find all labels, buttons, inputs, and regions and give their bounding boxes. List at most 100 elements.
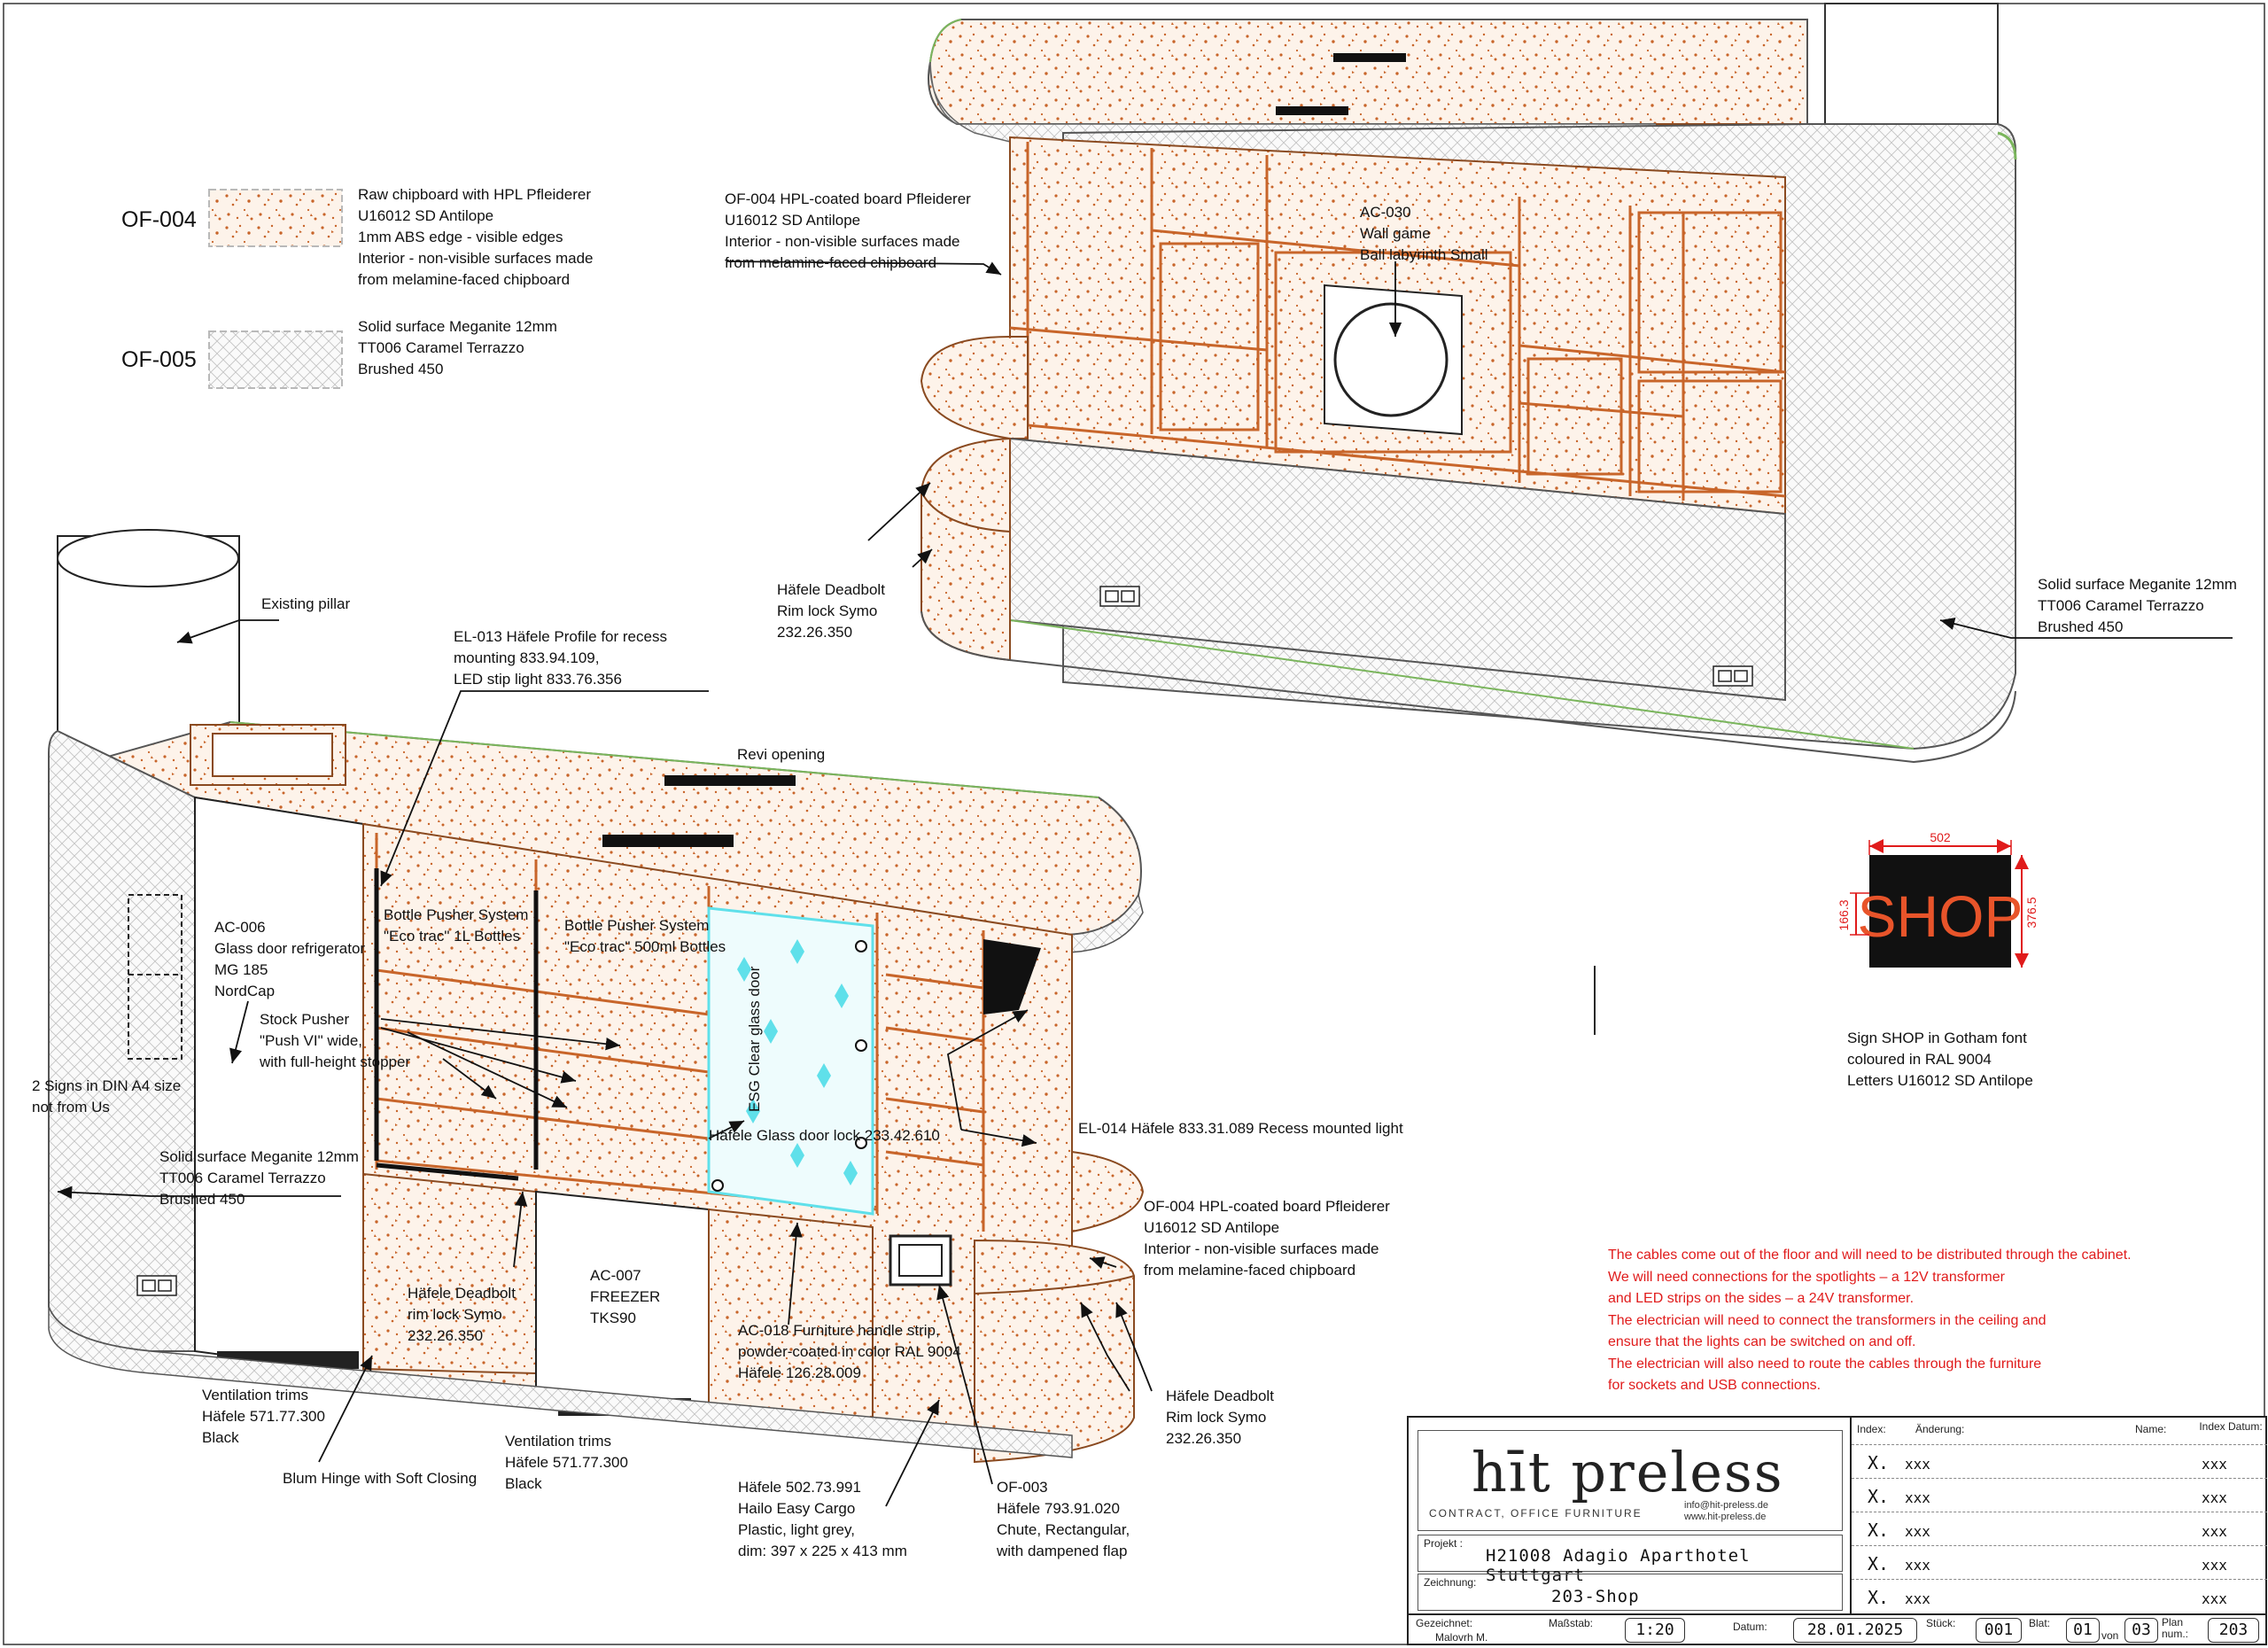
legend-line: Interior - non-visible surfaces made (358, 250, 594, 267)
legend-code-of005: OF-005 (121, 347, 197, 372)
electrical-notes: The cables come out of the floor and wil… (1608, 1245, 2132, 1397)
rev-change: xxx (1905, 1523, 1930, 1540)
callout-line: with dampened flap (997, 1543, 1128, 1559)
note-line: The electrician will need to connect the… (1608, 1312, 2047, 1328)
callout-existing-pillar: Existing pillar (261, 594, 350, 615)
callout-line: ESG Clear glass door (746, 966, 763, 1112)
callout-line: 232.26.350 (777, 624, 853, 641)
callout-line: Rim lock Symo (1166, 1409, 1267, 1426)
callout-line: Brushed 450 (159, 1191, 245, 1208)
callout-ventilation-trims-2: Ventilation trims Häfele 571.77.300 Blac… (505, 1431, 628, 1495)
callout-glass-door-lock: Häfele Glass door lock 233.42.610 (709, 1125, 940, 1147)
callout-line: Häfele Deadbolt (777, 581, 885, 598)
callout-line: TKS90 (590, 1310, 636, 1326)
callout-blum-hinge: Blum Hinge with Soft Closing (283, 1468, 477, 1489)
callout-line: Häfele Deadbolt (408, 1285, 516, 1302)
rev-index: X. (1868, 1486, 1890, 1507)
blat-value: 01 (2066, 1618, 2100, 1643)
zeichnung-value: 203-Shop (1551, 1587, 1640, 1606)
revision-table: Index: Änderung: Name: Index Datum: X. x… (1850, 1418, 2267, 1613)
callout-lower-deadbolt-mid: Häfele Deadbolt rim lock Symo 232.26.350 (408, 1283, 516, 1347)
blat-label: Blat: (2029, 1617, 2051, 1629)
callout-line: 232.26.350 (1166, 1430, 1242, 1447)
callout-line: from melamine-faced chipboard (1144, 1262, 1356, 1279)
rev-date: xxx (2202, 1557, 2227, 1574)
callout-line: "Eco trac" 1L Bottles (384, 928, 521, 944)
legend-line: Raw chipboard with HPL Pfleiderer (358, 186, 591, 203)
callout-line: Ventilation trims (505, 1433, 611, 1450)
callout-line: Revi opening (737, 746, 826, 763)
rev-date: xxx (2202, 1523, 2227, 1540)
von-value: 03 (2124, 1618, 2158, 1643)
callout-line: U16012 SD Antilope (1144, 1219, 1280, 1236)
company-logo: hīt preless CONTRACT, OFFICE FURNITURE i… (1418, 1430, 1843, 1531)
note-line: The cables come out of the floor and wil… (1608, 1248, 2132, 1263)
legend-line: Solid surface Meganite 12mm (358, 318, 557, 335)
callout-line: dim: 397 x 225 x 413 mm (738, 1543, 907, 1559)
callout-line: EL-014 Häfele 833.31.089 Recess mounted … (1078, 1120, 1403, 1137)
callout-line: Ball labyrinth Small (1360, 246, 1488, 263)
upper-cabinet-drawing (920, 3, 2017, 764)
rev-change: xxx (1905, 1590, 1930, 1607)
legend-line: U16012 SD Antilope (358, 207, 494, 224)
callout-line: OF-004 HPL-coated board Pfleiderer (725, 190, 971, 207)
callout-line: Letters U16012 SD Antilope (1847, 1072, 2033, 1089)
callout-line: Blum Hinge with Soft Closing (283, 1470, 478, 1487)
callout-line: Black (202, 1429, 239, 1446)
brand-email: info@hit-preless.de (1684, 1500, 1768, 1511)
rev-index: X. (1868, 1520, 1890, 1541)
note-line: for sockets and USB connections. (1608, 1378, 1821, 1393)
callout-line: FREEZER (590, 1288, 661, 1305)
callout-line: EL-013 Häfele Profile for recess (454, 628, 667, 645)
callout-line: AC-007 (590, 1267, 641, 1284)
callout-line: Häfele 502.73.991 (738, 1479, 861, 1496)
note-line: ensure that the lights can be switched o… (1608, 1334, 1916, 1349)
gezeichnet-value: Malovrh M. (1435, 1631, 1488, 1644)
callout-ac007: AC-007 FREEZER TKS90 (590, 1265, 660, 1329)
rev-header-date: Index Datum: (2199, 1420, 2263, 1433)
stueck-label: Stück: (1926, 1617, 1956, 1629)
callout-line: not from Us (32, 1099, 110, 1116)
massstab-value: 1:20 (1625, 1618, 1685, 1643)
callout-line: OF-003 (997, 1479, 1048, 1496)
note-line: The electrician will also need to route … (1608, 1356, 2042, 1372)
leader-lines (57, 260, 2233, 1507)
callout-line: NordCap (214, 983, 276, 999)
callout-lower-meganite: Solid surface Meganite 12mm TT006 Carame… (159, 1147, 359, 1210)
rev-change: xxx (1905, 1557, 1930, 1574)
callout-line: OF-004 HPL-coated board Pfleiderer (1144, 1198, 1390, 1215)
rev-row: X. xxx xxx (1852, 1444, 2267, 1479)
brand-tagline: CONTRACT, OFFICE FURNITURE (1429, 1507, 1643, 1520)
callout-line: powder-coated in color RAL 9004 (738, 1343, 961, 1360)
legend-desc-of005: Solid surface Meganite 12mm TT006 Carame… (358, 316, 557, 380)
callout-line: Ventilation trims (202, 1387, 308, 1403)
callout-line: AC-006 (214, 919, 266, 936)
massstab-label: Maßstab: (1549, 1617, 1594, 1629)
callout-line: Häfele 571.77.300 (202, 1408, 325, 1425)
callout-bottle-pusher-1l: Bottle Pusher System "Eco trac" 1L Bottl… (384, 905, 528, 947)
datum-label: Datum: (1733, 1621, 1767, 1633)
callout-line: Hailo Easy Cargo (738, 1500, 856, 1517)
callout-signs-din-a4: 2 Signs in DIN A4 size not from Us (32, 1076, 181, 1118)
callout-ac030: AC-030 Wall game Ball labyrinth Small (1360, 202, 1488, 266)
callout-line: Häfele Glass door lock 233.42.610 (709, 1127, 940, 1144)
footer-row: Gezeichnet: Malovrh M. Maßstab: 1:20 Dat… (1409, 1613, 2265, 1645)
callout-line: Häfele 571.77.300 (505, 1454, 628, 1471)
note-line: We will need connections for the spotlig… (1608, 1269, 2005, 1285)
callout-line: Interior - non-visible surfaces made (725, 233, 960, 250)
callout-line: U16012 SD Antilope (725, 212, 861, 229)
sign-width-dim: 502 (1930, 830, 1951, 844)
shop-sign-panel (1869, 855, 2011, 968)
lower-cabinet-drawing (48, 529, 1145, 1464)
note-line: and LED strips on the sides – a 24V tran… (1608, 1291, 1915, 1306)
callout-line: Häfele Deadbolt (1166, 1388, 1274, 1404)
legend-line: TT006 Caramel Terrazzo (358, 339, 524, 356)
legend-desc-of004: Raw chipboard with HPL Pfleiderer U16012… (358, 184, 594, 291)
callout-line: 2 Signs in DIN A4 size (32, 1077, 182, 1094)
callout-upper-of004: OF-004 HPL-coated board Pfleiderer U1601… (725, 189, 971, 274)
rev-date: xxx (2202, 1489, 2227, 1506)
callout-line: LED stip light 833.76.356 (454, 671, 622, 688)
callout-el014: EL-014 Häfele 833.31.089 Recess mounted … (1078, 1118, 1403, 1139)
gezeichnet-label: Gezeichnet: (1416, 1617, 1473, 1629)
